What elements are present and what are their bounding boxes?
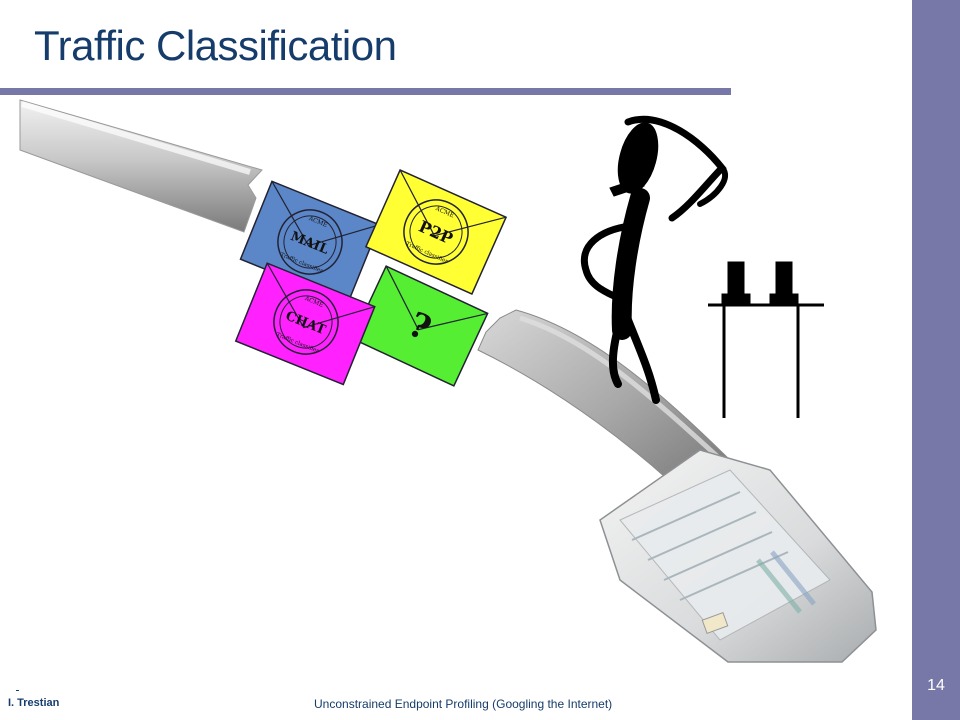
traffic-classification-illustration: ACME MAIL Traffic classifier ACME P2P Tr… (19, 99, 877, 663)
rj-connector-icon (599, 449, 877, 663)
slide-title: Traffic Classification (34, 22, 397, 69)
cable-segment-upper (19, 99, 263, 233)
footer-author: I. Trestian (8, 697, 60, 709)
footer-mark (16, 690, 19, 691)
sidebar-accent-bar (912, 0, 960, 720)
envelope-unknown: ? (351, 265, 489, 387)
title-underline (0, 88, 731, 95)
socket-icon (708, 261, 824, 418)
confused-person-icon (580, 115, 729, 404)
envelope-p2p: ACME P2P Traffic classifier (364, 169, 508, 295)
envelope-chat: ACME CHAT Traffic classifier (234, 262, 376, 386)
footer-talk-title: Unconstrained Endpoint Profiling (Googli… (314, 697, 613, 711)
slide-number: 14 (927, 677, 945, 694)
